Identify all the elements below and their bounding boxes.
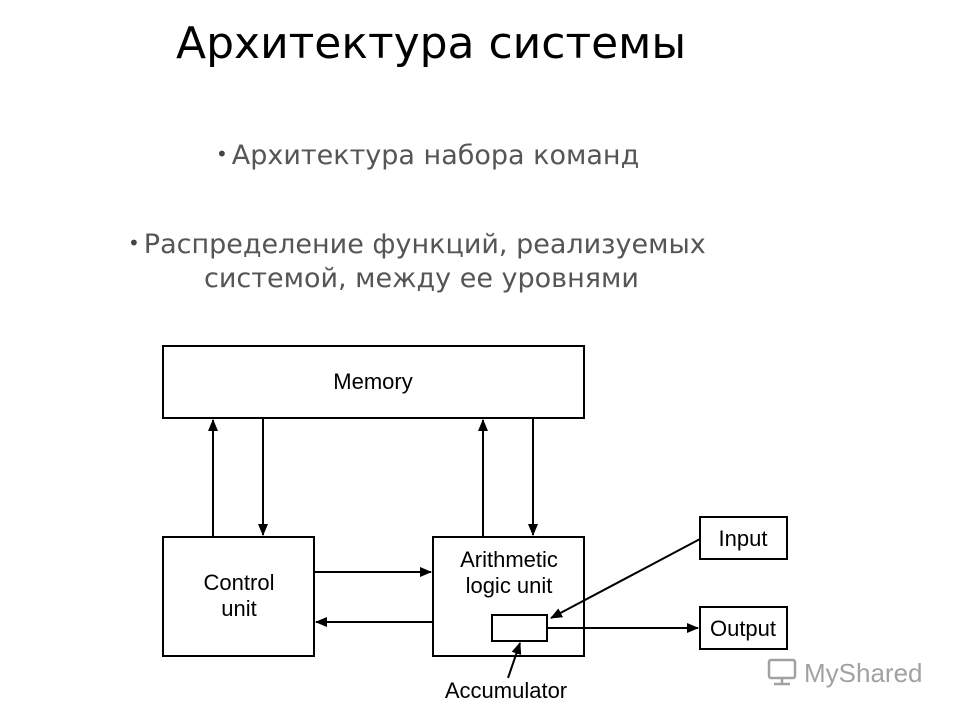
arrow-input-to-accumulator [550, 538, 701, 619]
bullet-dot: • [128, 231, 140, 255]
pointer-accumulator-label [507, 642, 522, 679]
output-label: Output [710, 616, 776, 641]
bullet-text: Архитектура набора команд [231, 140, 640, 171]
control-unit-box [162, 536, 315, 657]
alu-label-1: Arithmetic [460, 547, 558, 572]
input-box [699, 516, 788, 560]
memory-box [162, 345, 585, 419]
control-unit-label-2: unit [221, 596, 256, 621]
bullet-dot: • [216, 142, 228, 166]
watermark: MyShared [766, 656, 926, 690]
output-box [699, 606, 788, 650]
accumulator-box [491, 614, 548, 642]
bullet-item-distribution: •Распределение функций, реализуемых [128, 226, 706, 262]
alu-label-2: logic unit [466, 573, 553, 598]
memory-label: Memory [333, 369, 412, 394]
control-unit-label-1: Control [204, 570, 275, 595]
bullet-item-isa: •Архитектура набора команд [216, 137, 639, 173]
bullet-item-distribution-cont: системой, между ее уровнями [204, 263, 639, 294]
bullet-text: Распределение функций, реализуемых [143, 229, 706, 260]
watermark-text: MyShared [804, 658, 923, 688]
accumulator-label: Accumulator [445, 678, 567, 703]
input-label: Input [719, 526, 768, 551]
slide-title: Архитектура системы [176, 18, 687, 69]
mouse-icon [767, 658, 797, 686]
